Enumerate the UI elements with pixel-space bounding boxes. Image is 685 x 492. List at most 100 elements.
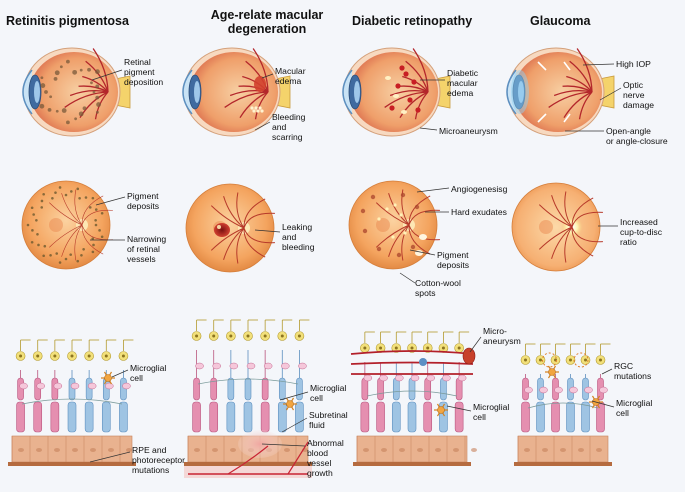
photoreceptor-outer-segment [521,401,530,433]
fundus-vessel [61,224,83,257]
ganglion-nucleus [229,334,233,338]
photoreceptor-inner-segment [244,377,252,401]
rpe-layer [356,435,468,463]
bipolar-cell [524,386,533,394]
photoreceptor-inner-segment [193,377,200,401]
blood-vessel [245,60,269,93]
bone-spicule [94,208,98,211]
label-line: bleeding [282,242,315,252]
rpe-nucleus [54,448,60,452]
rpe-nucleus [90,448,96,452]
photoreceptor-inner-segment [392,377,400,401]
dr-pigment [396,252,402,258]
label-line: RGC [614,361,634,371]
hard-exudate [403,231,407,235]
rpe-nucleus [363,448,369,452]
fundus-disc [185,183,275,273]
rpe-nucleus [471,448,477,452]
bone-spicule [32,213,35,216]
hemorrhage-spot [403,71,409,77]
hemorrhage-spot [411,79,417,85]
label-line: mutations [132,465,170,475]
rpe-nucleus [36,448,42,452]
fundus-vessel [571,211,603,228]
subretinal-fluid [238,430,282,458]
label-rgc-mutations: RGC mutations [614,361,651,381]
ganglion-nucleus [584,358,587,362]
pigment-deposit [59,65,63,69]
title-retinitis-pigmentosa: Retinitis pigmentosa [6,14,129,28]
label-cotton-wool-spots: Cotton-wool spots [415,278,461,298]
iop-glow [511,70,529,114]
fundus-vessel [74,189,83,226]
fundus-vessel [61,193,83,226]
hard-exudate [377,217,381,221]
label-line: Open-angle [606,126,651,136]
rpe-nucleus [560,448,566,452]
microaneurysm [462,347,476,365]
dr-pigment [370,194,376,200]
bipolar-cell [53,382,63,390]
pigment-deposit [82,106,87,111]
blood-vessel [548,91,593,108]
label-line: edema [447,88,474,98]
pigment-deposit [61,108,67,113]
label-amd-microglial-cell: Microglial cell [310,383,346,403]
ganglion-nucleus [280,334,284,338]
pressure-arrow [537,61,547,71]
photoreceptor-outer-segment [454,401,464,433]
fundus-vessel [74,224,83,261]
hemorrhage-spot [395,83,401,89]
label-macular-edema: Macular edema [275,66,306,86]
exudate [393,94,399,98]
photoreceptor-outer-segment [295,401,304,433]
bone-spicule [35,219,38,222]
blood-vessel [566,75,593,93]
ganglion-nucleus [87,354,91,358]
photoreceptor-inner-segment [361,377,369,401]
label-gl-microglial-cell: Microglial cell [616,398,652,418]
photoreceptor-inner-segment [296,377,303,401]
horizontal-cell [366,390,458,397]
photoreceptor-outer-segment [407,401,417,433]
label-line: Micro- [483,326,507,336]
photoreceptor-outer-segment [277,401,287,433]
hemorrhage-spot [415,107,421,113]
microglia-body [286,400,294,408]
fundus-vessel [538,204,573,228]
blood-vessel [384,91,429,108]
ganglion-nucleus [246,334,250,338]
bipolar-cell [569,386,578,394]
fundus-vessel [401,224,410,261]
hemorrhage-spot [389,105,395,111]
ganglion-nucleus [599,358,602,362]
label-cup-to-disc: Increased cup-to-disc ratio [620,217,662,247]
blood-vessel [229,89,269,97]
blood-vessel [239,91,269,119]
fundus-vessel [49,224,83,248]
photoreceptor-outer-segment [209,401,219,433]
dr-pigment [410,244,416,250]
label-line: Increased [620,217,658,227]
ganglion-nucleus [569,358,572,362]
bipolar-cell [212,362,221,370]
photoreceptor-outer-segment [226,401,236,433]
pigment-deposit [79,68,83,72]
label-abnormal-vessel-growth: Abnormal blood vessel growth [307,438,344,478]
blood-vessel [576,48,593,93]
bipolar-cell [554,386,563,394]
bone-spicule [98,229,101,232]
ganglion-nucleus [36,354,40,358]
rpe-nucleus [72,448,78,452]
label-dr-microaneurysm: Micro- aneurysm [483,326,521,346]
label-line: spots [415,288,436,298]
blood-vessel [398,85,429,93]
fundus-vessel [223,196,245,229]
bone-spicule [36,232,39,236]
label-line: vessel [307,458,332,468]
microglial-cell [434,403,448,417]
exudate [401,110,407,114]
pigment-deposit [95,95,100,100]
fundus-disc [511,182,601,272]
horizontal-cell [21,398,123,405]
